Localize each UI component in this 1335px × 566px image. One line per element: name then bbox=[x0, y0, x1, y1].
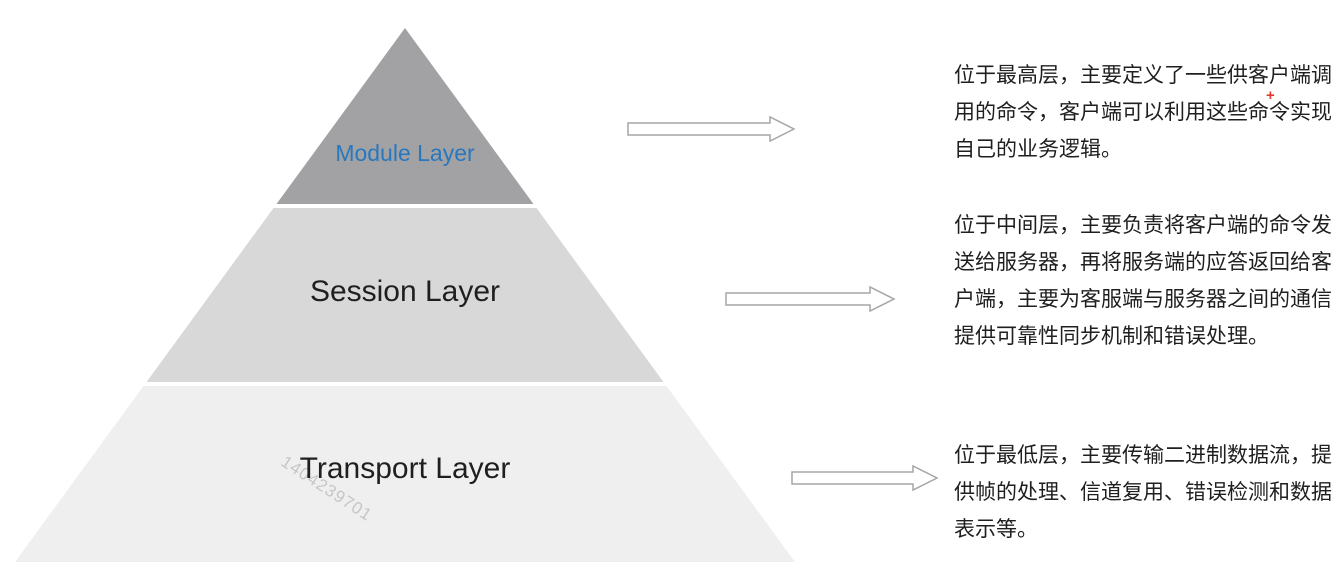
arrow-session-icon bbox=[725, 285, 896, 313]
pyramid-label-transport: Transport Layer bbox=[299, 452, 511, 485]
description-module-layer: 位于最高层，主要定义了一些供客户端调用的命令，客户端可以利用这些命令实现自己的业… bbox=[954, 64, 1332, 161]
arrow-transport-icon bbox=[791, 464, 939, 492]
description-session-layer: 位于中间层，主要负责将客户端的命令发送给服务器，再将服务端的应答返回给客户端，主… bbox=[954, 214, 1332, 348]
red-plus-marker: + bbox=[1266, 87, 1275, 104]
description-transport-layer: 位于最低层，主要传输二进制数据流，提供帧的处理、信道复用、错误检测和数据表示等。 bbox=[954, 444, 1332, 541]
arrow-module-icon bbox=[627, 115, 796, 143]
pyramid-label-module: Module Layer bbox=[335, 140, 475, 166]
pyramid-label-session: Session Layer bbox=[309, 275, 501, 308]
pyramid-layer-transport-shape bbox=[15, 386, 795, 562]
pyramid-layer-session-shape bbox=[146, 208, 664, 382]
pyramid-layer-module-shape bbox=[276, 28, 534, 204]
